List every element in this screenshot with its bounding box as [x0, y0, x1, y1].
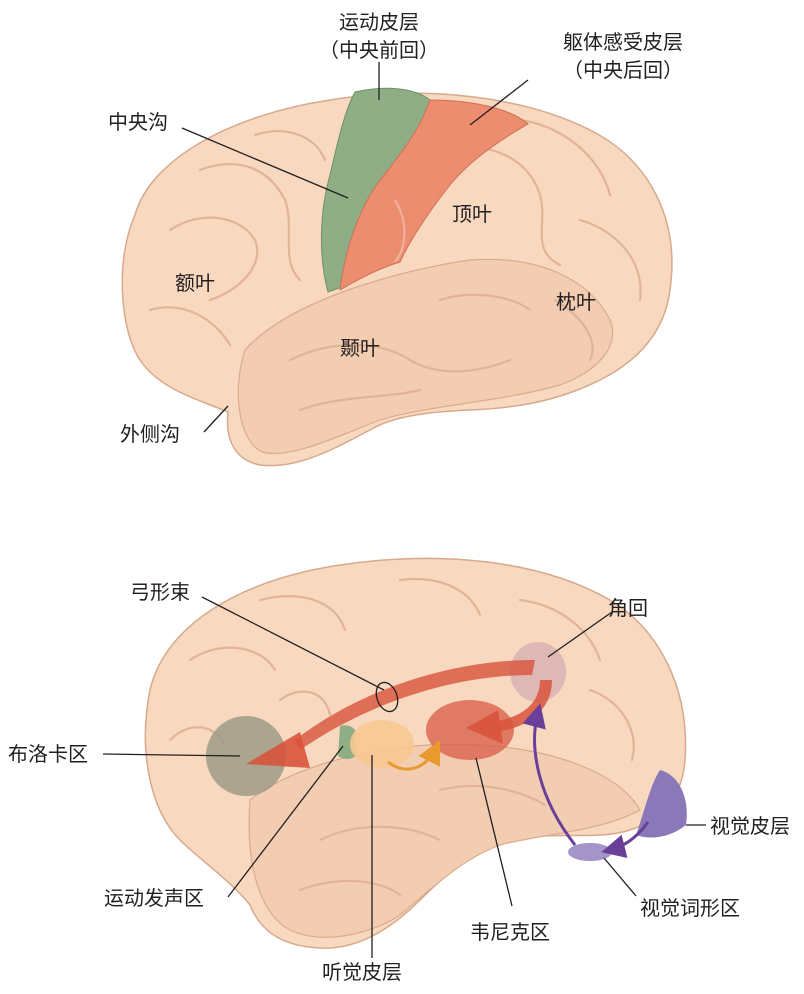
label-central-sulcus: 中央沟: [108, 112, 168, 132]
auditory-cortex-region: [350, 720, 414, 768]
label-motor-cortex: 运动皮层: [322, 12, 436, 32]
label-wernicke-area: 韦尼克区: [470, 922, 550, 942]
label-visual-word-form-area: 视觉词形区: [640, 898, 740, 918]
label-arcuate-fasciculus: 弓形束: [130, 582, 190, 602]
label-somatosensory: 躯体感受皮层: [548, 32, 698, 52]
label-auditory-cortex: 听觉皮层: [322, 962, 402, 982]
label-motor-speech-area: 运动发声区: [104, 888, 204, 908]
label-motor-cortex-sub: （中央前回）: [312, 40, 446, 60]
label-occipital-lobe: 枕叶: [556, 292, 596, 312]
label-parietal-lobe: 顶叶: [452, 204, 492, 224]
label-visual-cortex: 视觉皮层: [710, 816, 790, 836]
label-frontal-lobe: 额叶: [175, 273, 215, 293]
visual-word-form-region: [568, 843, 612, 861]
top-brain: [122, 62, 672, 466]
label-lateral-sulcus: 外侧沟: [120, 424, 180, 444]
label-angular-gyrus: 角回: [608, 598, 648, 618]
label-somatosensory-sub: （中央后回）: [554, 60, 692, 80]
label-temporal-lobe: 颞叶: [340, 338, 380, 358]
bottom-temporal-shade: [249, 744, 640, 937]
label-broca-area: 布洛卡区: [8, 744, 88, 764]
